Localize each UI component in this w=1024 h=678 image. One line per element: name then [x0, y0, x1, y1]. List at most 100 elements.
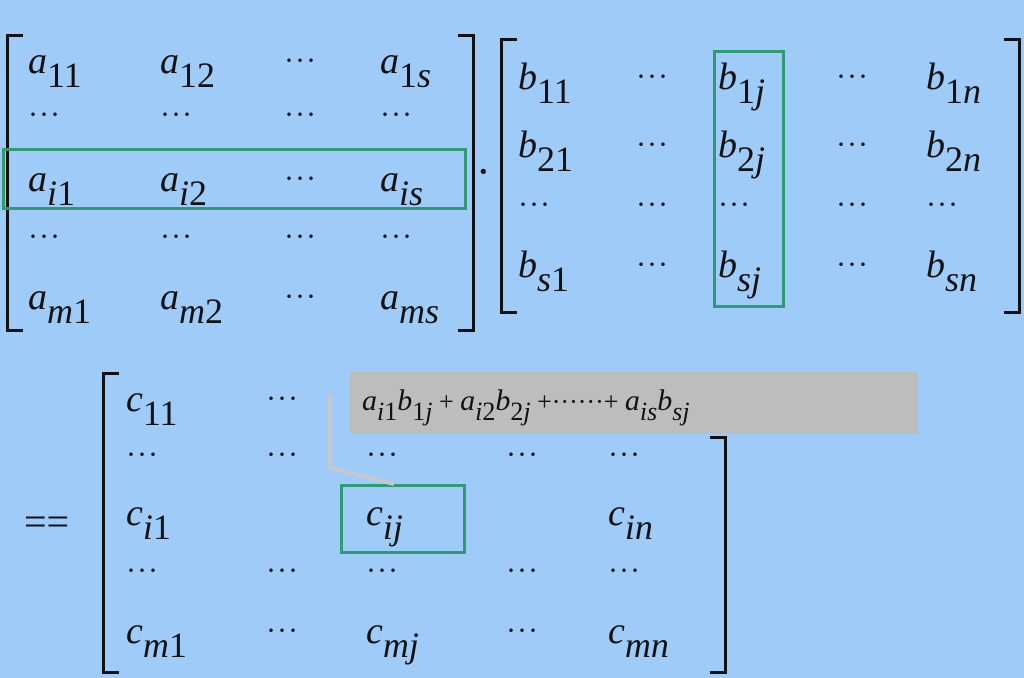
matrix-entry-subscript: sn [945, 259, 978, 299]
matrix-entry-base: b [518, 244, 537, 286]
matrix-entry-subscript: mn [624, 625, 669, 665]
matrix-entry-base: a [380, 158, 399, 200]
matrix-entry-subscript: in [624, 507, 653, 547]
matrix-entry: bsn [926, 246, 977, 297]
column-j-highlight [713, 50, 785, 308]
matrix-entry: bs1 [518, 244, 569, 297]
matrix-c-left-bracket [102, 372, 119, 674]
term-subscript: i1 [377, 397, 398, 426]
ellipsis: ··· [608, 438, 641, 471]
ellipsis: ··· [636, 188, 669, 221]
matrix-entry: a1s [380, 40, 431, 93]
callout-formula: ai1b1j + ai2b2j +······+ aisbsj [362, 384, 690, 425]
matrix-entry-base: a [380, 276, 399, 318]
matrix-entry-subscript: i1 [142, 507, 171, 547]
matrix-entry: ai2 [160, 158, 207, 211]
matrix-entry: b1j [718, 56, 765, 109]
ellipsis: ··· [266, 438, 299, 471]
ellipsis: ··· [28, 98, 61, 131]
matrix-entry-subscript: i2 [179, 173, 208, 213]
matrix-entry-subscript: ms [399, 291, 440, 331]
matrix-entry: cij [366, 492, 403, 545]
matrix-entry: ams [380, 276, 439, 329]
matrix-entry-base: b [926, 124, 945, 166]
row-i-highlight [2, 148, 467, 210]
term-subscript: sj [672, 397, 690, 426]
term-subscript: i2 [475, 397, 496, 426]
plus-operator: +······+ [530, 387, 625, 416]
ellipsis: ··· [366, 554, 399, 587]
callout-connector-line [328, 394, 395, 486]
ellipsis: ··· [506, 438, 539, 471]
matrix-entry-base: b [718, 244, 737, 286]
matrix-entry: b2n [926, 124, 981, 177]
ellipsis: ··· [836, 60, 869, 93]
matrix-entry-base: b [718, 56, 737, 98]
ellipsis: ··· [266, 554, 299, 587]
matrix-entry-subscript: m1 [142, 625, 187, 665]
matrix-entry-subscript: 21 [537, 139, 573, 179]
ellipsis: ··· [636, 60, 669, 93]
ellipsis: ··· [636, 248, 669, 281]
ellipsis: ··· [518, 188, 551, 221]
term-base: a [460, 384, 476, 417]
matrix-entry-base: c [126, 378, 143, 420]
ellipsis: ··· [380, 220, 413, 253]
ellipsis: ··· [266, 614, 299, 647]
matrix-entry-base: a [28, 276, 47, 318]
matrix-c-right-bracket [710, 436, 727, 674]
equals-sign: == [24, 499, 70, 544]
term-base: a [362, 384, 377, 417]
ellipsis: ··· [126, 438, 159, 471]
matrix-entry: b2j [718, 126, 765, 177]
ellipsis: ··· [636, 128, 669, 161]
matrix-entry-subscript: sj [737, 259, 762, 299]
matrix-entry: b11 [518, 56, 572, 109]
ellipsis: ··· [284, 220, 317, 253]
callout-box [350, 372, 918, 434]
term-base: a [624, 384, 640, 417]
ellipsis: ··· [380, 98, 413, 131]
matrix-entry-subscript: ij [382, 507, 403, 547]
ellipsis: ··· [28, 220, 61, 253]
matrix-entry-base: c [126, 610, 143, 652]
matrix-entry-base: a [160, 158, 179, 200]
matrix-entry-base: b [518, 124, 537, 166]
matrix-a-left-bracket [6, 34, 23, 332]
ellipsis: ··· [506, 554, 539, 587]
ellipsis: ··· [718, 188, 751, 221]
ellipsis: ··· [284, 98, 317, 131]
matrix-entry: a11 [28, 40, 82, 93]
plus-operator: + [432, 387, 461, 416]
ellipsis: ··· [160, 220, 193, 253]
matrix-entry-subscript: m1 [47, 291, 91, 331]
matrix-entry: cm1 [126, 610, 187, 663]
matrix-entry-base: a [28, 40, 47, 82]
ellipsis: ··· [126, 554, 159, 587]
matrix-entry: b1n [926, 58, 981, 109]
ellipsis: ··· [836, 188, 869, 221]
matrix-b-left-bracket [500, 38, 517, 314]
matrix-entry-base: c [366, 492, 383, 534]
matrix-entry: a12 [160, 42, 215, 93]
matrix-a-right-bracket [458, 34, 475, 332]
matrix-entry: cin [608, 492, 653, 545]
matrix-entry-base: a [28, 158, 47, 200]
matrix-entry-subscript: i1 [47, 173, 76, 213]
ellipsis: ··· [366, 438, 399, 471]
matrix-entry: bsj [718, 244, 761, 297]
matrix-entry: ais [380, 158, 423, 211]
matrix-entry-base: a [380, 40, 399, 82]
matrix-entry-base: c [608, 610, 625, 652]
matrix-entry: ci1 [126, 492, 171, 545]
term-base: b [657, 384, 673, 417]
matrix-entry: b21 [518, 124, 573, 177]
matrix-entry-base: b [518, 56, 537, 98]
matrix-entry: c11 [126, 378, 178, 431]
ellipsis: ··· [284, 44, 317, 77]
matrix-entry-subscript: 2n [945, 139, 981, 179]
matrix-entry-base: c [126, 492, 143, 534]
ellipsis: ··· [284, 280, 317, 313]
matrix-entry-base: c [608, 492, 625, 534]
